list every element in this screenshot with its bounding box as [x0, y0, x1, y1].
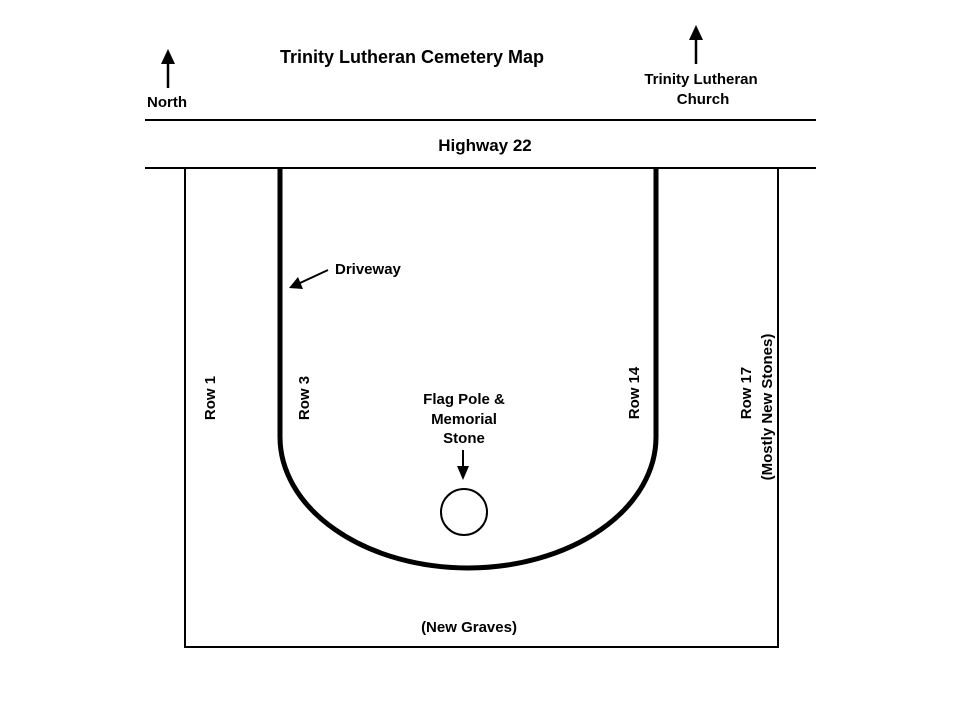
church-label-line1: Trinity Lutheran — [644, 71, 757, 88]
flagpole-label-line2: Memorial — [431, 411, 497, 428]
church-label-line2: Church — [677, 91, 730, 108]
flagpole-memorial-stone — [440, 488, 488, 536]
highway-label: Highway 22 — [438, 136, 532, 155]
north-arrow-icon — [161, 49, 175, 88]
map-title: Trinity Lutheran Cemetery Map — [280, 47, 544, 67]
driveway-pointer-icon — [289, 269, 329, 289]
new-graves-label: (New Graves) — [421, 619, 517, 636]
flagpole-label-line1: Flag Pole & — [423, 391, 505, 408]
church-arrow-icon — [689, 25, 703, 64]
flagpole-label-line3: Stone — [443, 430, 485, 447]
north-label: North — [147, 94, 187, 111]
driveway — [277, 168, 659, 571]
row-17-note: (Mostly New Stones) — [759, 334, 776, 481]
row-3-label: Row 3 — [296, 376, 313, 420]
row-17-label: Row 17 — [738, 367, 755, 420]
row-14-label: Row 14 — [626, 366, 643, 419]
driveway-label: Driveway — [335, 261, 402, 278]
row-1-label: Row 1 — [202, 376, 219, 420]
cemetery-boundary — [184, 167, 779, 648]
flagpole-pointer-icon — [457, 450, 469, 480]
